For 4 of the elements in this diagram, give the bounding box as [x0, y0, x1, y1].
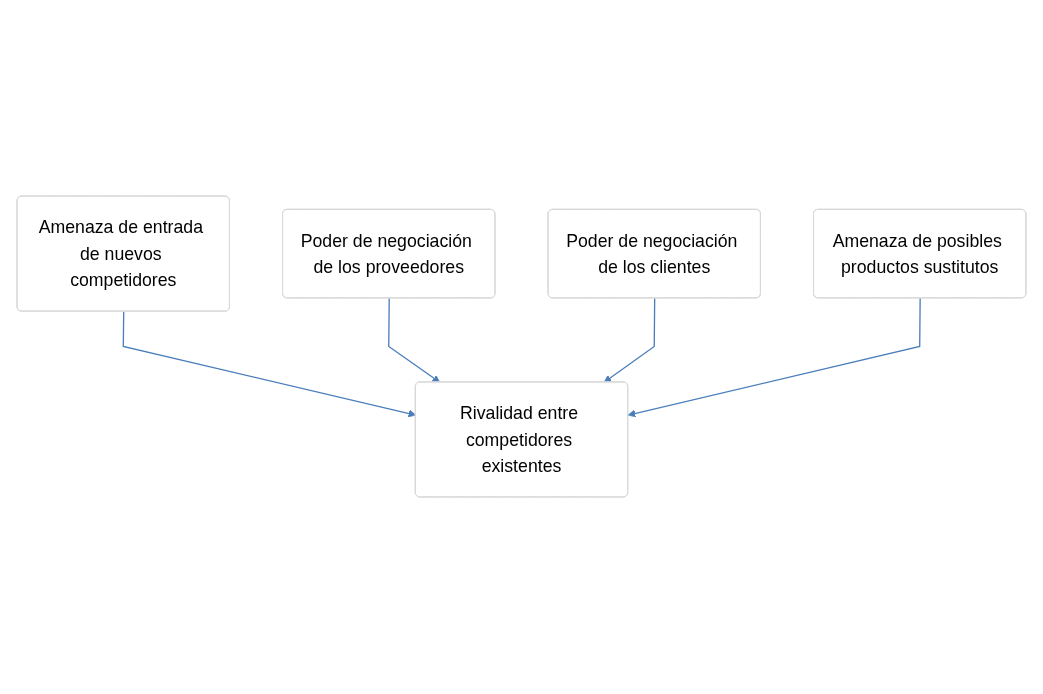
arrow	[388, 298, 441, 384]
arrow	[603, 298, 656, 384]
arrow	[627, 298, 921, 418]
arrow	[122, 311, 417, 418]
